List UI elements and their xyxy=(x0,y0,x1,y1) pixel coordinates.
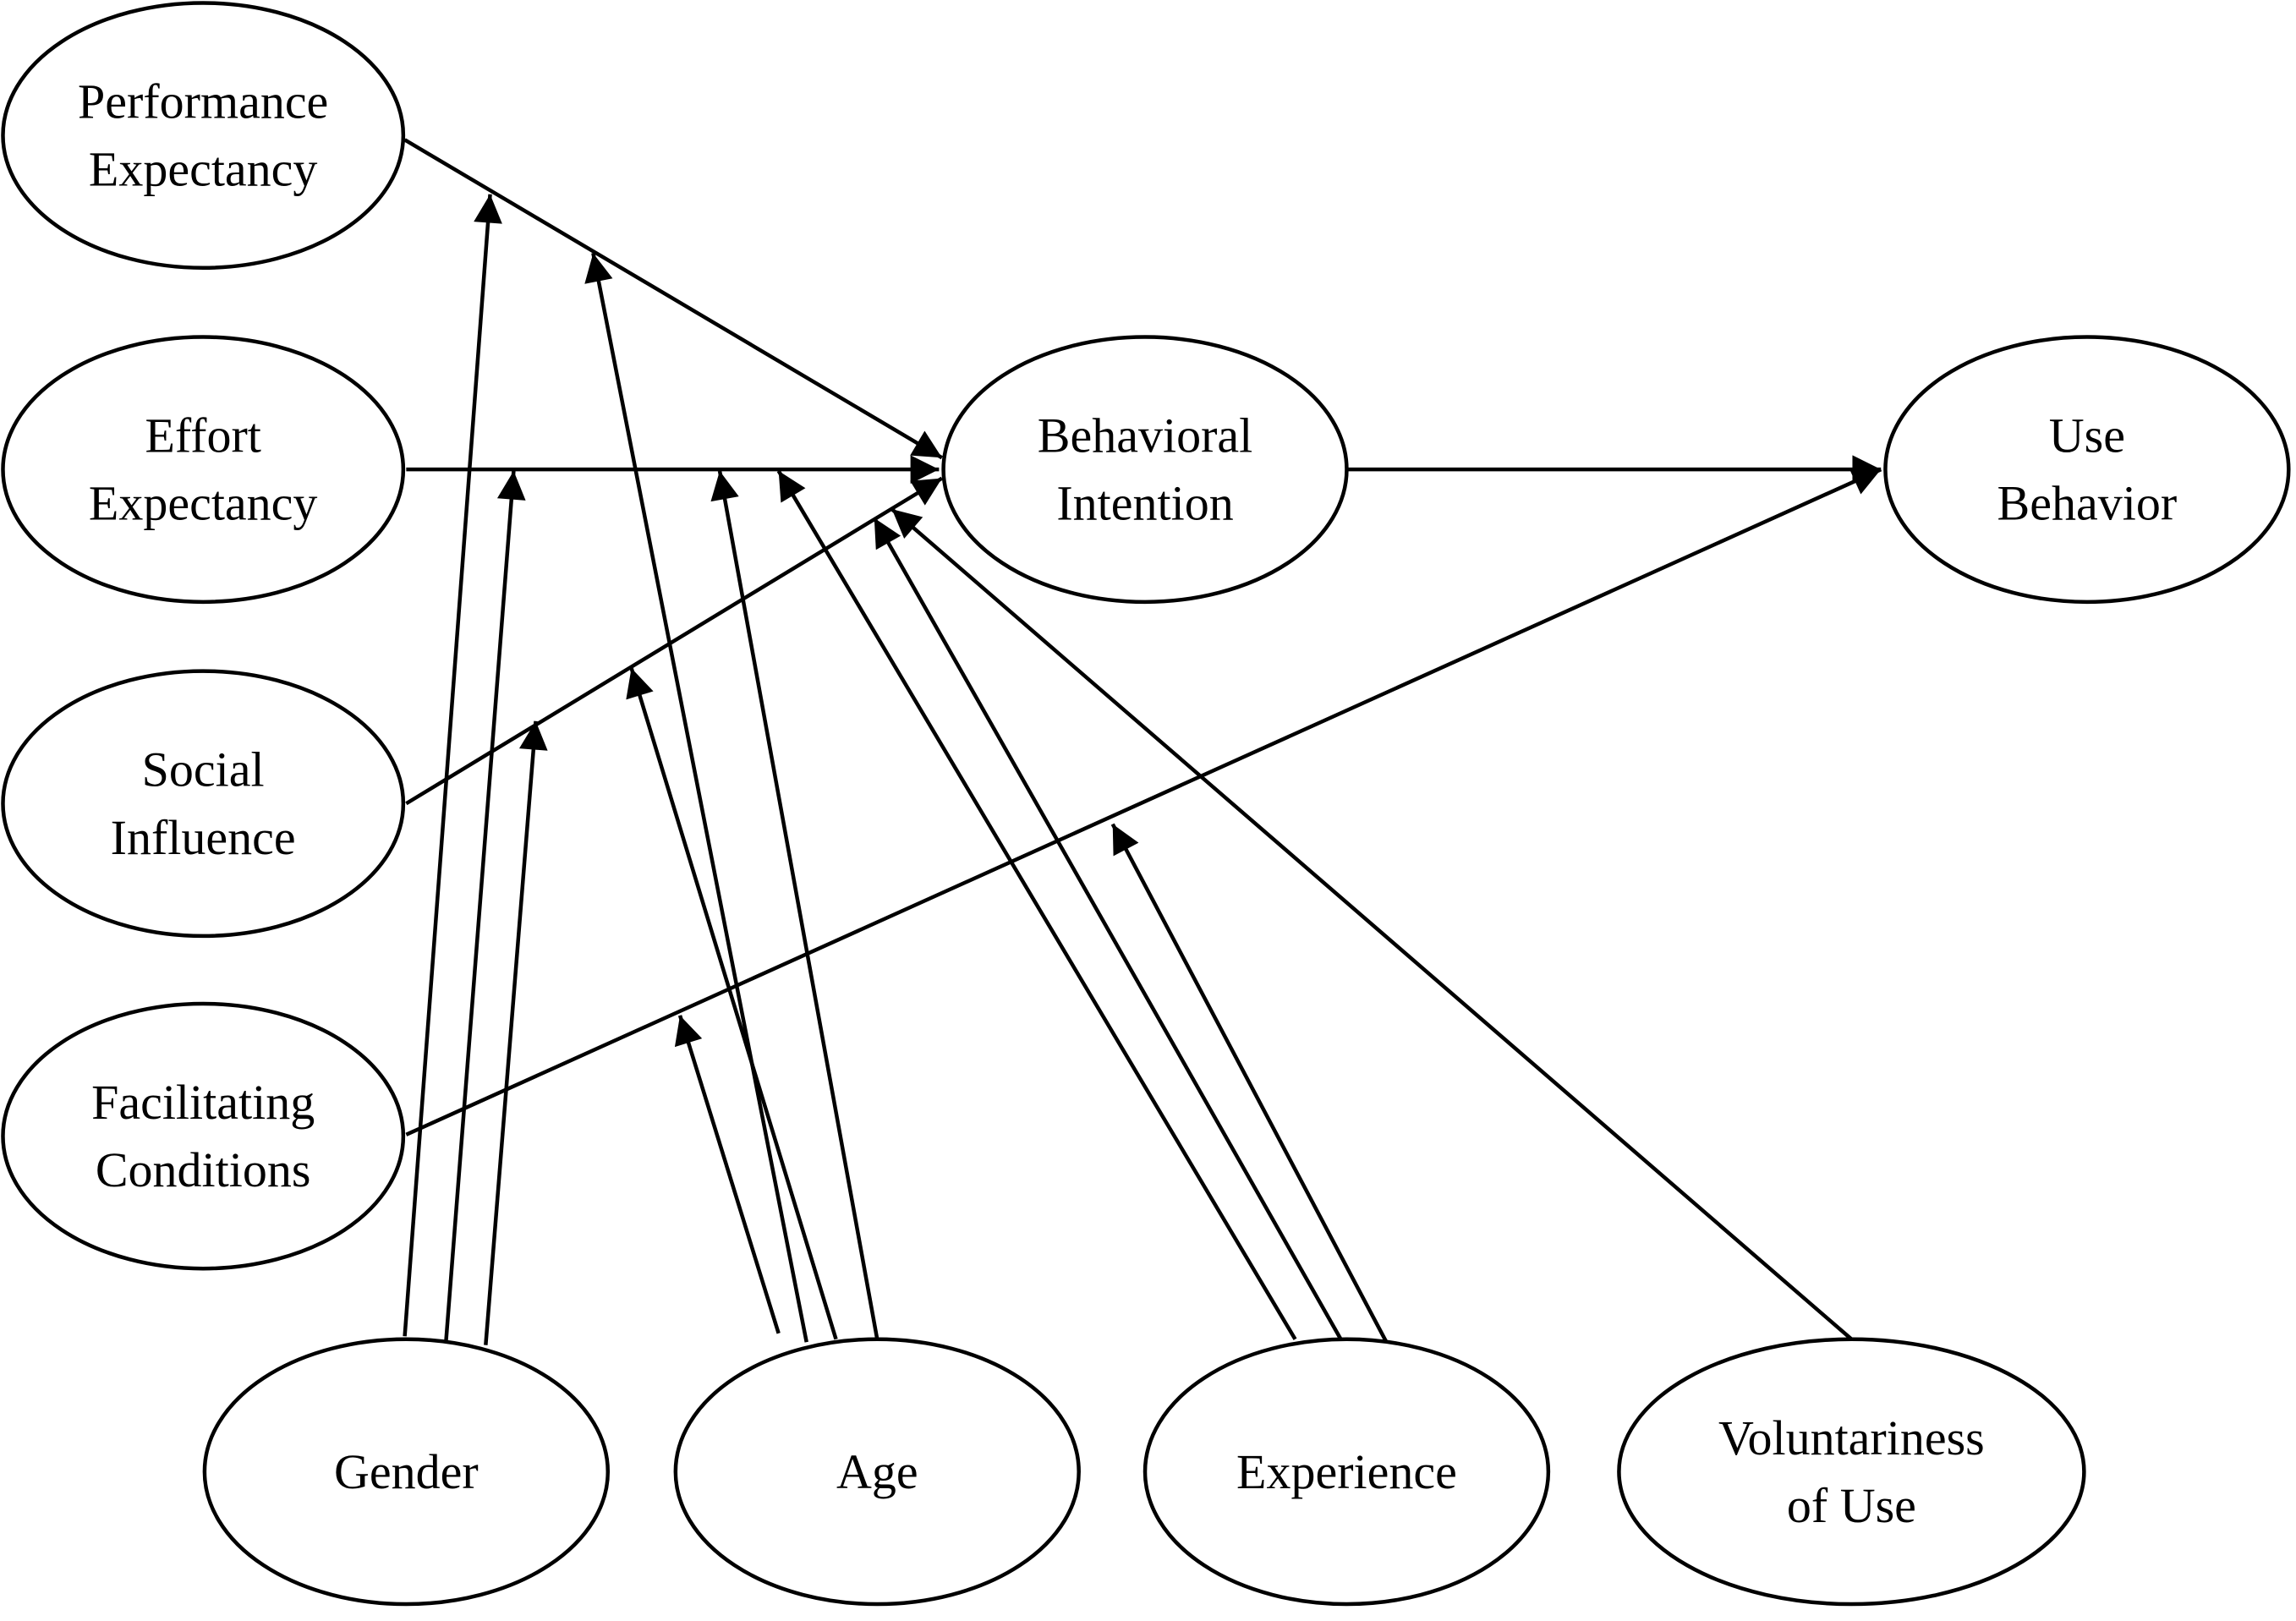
node-gender: Gender xyxy=(202,1337,611,1607)
node-label: Expectancy xyxy=(89,142,318,197)
node-label: Facilitating xyxy=(91,1075,315,1130)
moderator-edge-age xyxy=(674,1015,781,1334)
node-age: Age xyxy=(673,1337,1081,1607)
node-ellipse xyxy=(1143,1337,1551,1607)
node-ellipse xyxy=(673,1337,1081,1607)
edge-pe-to-bi xyxy=(403,138,943,460)
edge-fc-to-ub xyxy=(405,468,1882,1136)
node-label: Conditions xyxy=(96,1142,311,1197)
node-vol: Voluntariness of Use xyxy=(1617,1337,2086,1607)
moderator-edge-vol xyxy=(890,507,1853,1341)
moderator-edge-exp xyxy=(1110,823,1389,1344)
node-ellipse xyxy=(1,1,406,270)
node-label: of Use xyxy=(1787,1478,1916,1533)
node-label: Use xyxy=(2049,408,2125,463)
moderator-edge-exp xyxy=(776,469,1297,1340)
node-label: Behavior xyxy=(1997,476,2178,531)
node-label: Expectancy xyxy=(89,476,318,531)
moderator-edge-gender xyxy=(484,720,548,1345)
moderator-edge-age xyxy=(710,470,879,1340)
moderator-edge-age xyxy=(584,252,808,1343)
node-ellipse xyxy=(1,1001,406,1271)
node-label: Age xyxy=(836,1444,918,1499)
moderator-edge-age xyxy=(626,667,838,1340)
edge-si-to-bi xyxy=(405,476,944,806)
moderator-edge-gender xyxy=(444,470,526,1343)
node-ellipse xyxy=(202,1337,611,1607)
node-exp: Experience xyxy=(1143,1337,1551,1607)
node-ellipse xyxy=(1617,1337,2086,1607)
node-label: Voluntariness xyxy=(1718,1410,1985,1465)
node-label: Influence xyxy=(111,810,296,865)
node-ellipse xyxy=(941,335,1349,605)
node-ellipse xyxy=(1,669,406,939)
node-label: Experience xyxy=(1236,1444,1457,1499)
moderator-edge-gender xyxy=(403,194,502,1337)
node-label: Gender xyxy=(334,1444,479,1499)
node-label: Social xyxy=(142,742,265,797)
node-label: Intention xyxy=(1056,476,1233,531)
node-label: Effort xyxy=(145,408,260,463)
node-ellipse xyxy=(1883,335,2291,605)
moderator-edge-exp xyxy=(872,517,1343,1340)
node-label: Performance xyxy=(78,74,328,129)
node-label: Behavioral xyxy=(1038,408,1252,463)
node-ellipse xyxy=(1,335,406,605)
